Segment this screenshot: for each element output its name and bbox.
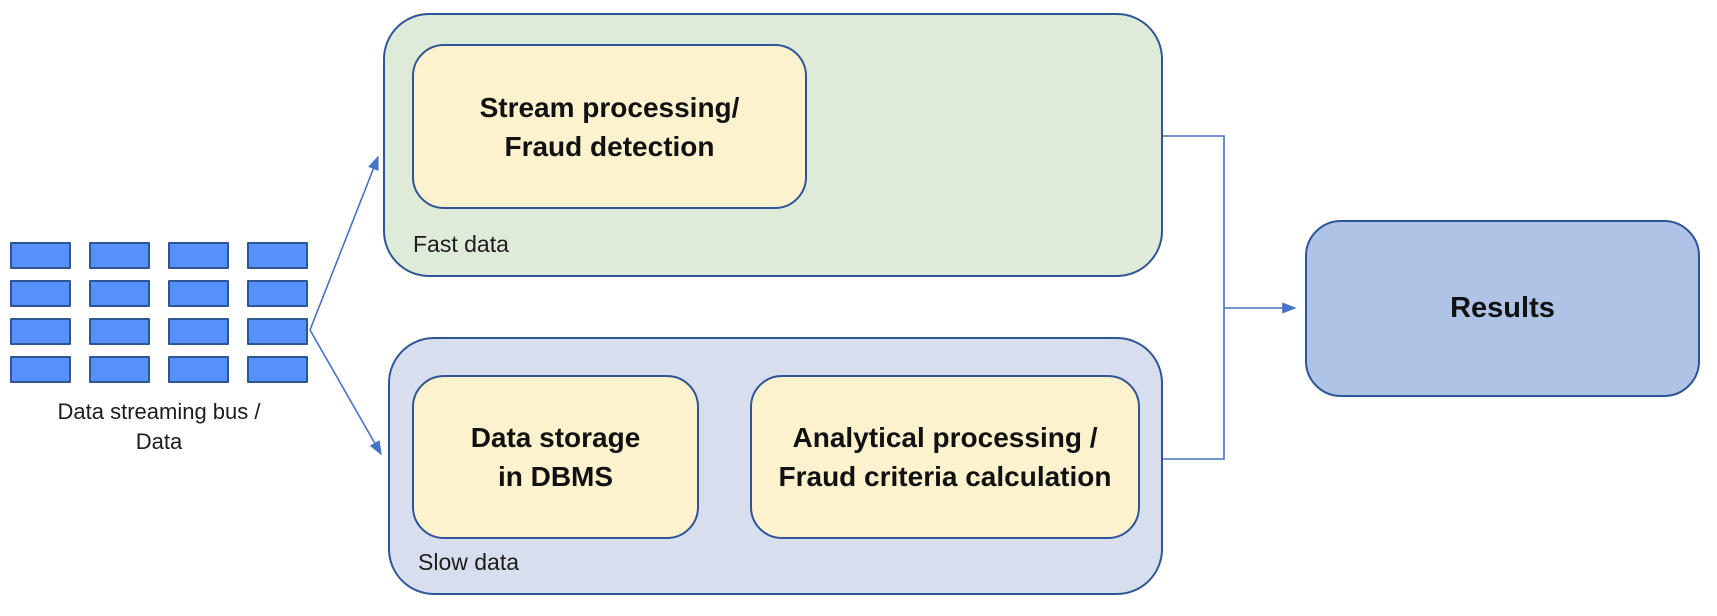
source-label-line1: Data streaming bus / [57,399,261,424]
data-tile [89,242,150,269]
data-grid [10,242,308,383]
arrow-source-to-slow [309,329,382,456]
data-tile [168,242,229,269]
data-tile [247,318,308,345]
analytical-processing-line2: Fraud criteria calculation [778,461,1112,492]
analytical-processing-line1: Analytical processing / [792,422,1098,453]
arrow-source-to-fast [309,155,379,331]
stream-processing-box: Stream processing/ Fraud detection [412,44,807,209]
results-box: Results [1305,220,1700,397]
slow-data-label: Slow data [418,549,520,575]
data-tile [168,318,229,345]
data-tile [247,280,308,307]
data-storage-line2: in DBMS [497,461,614,492]
data-tile [10,242,71,269]
data-tile [10,280,71,307]
data-tile [247,242,308,269]
data-tile [247,356,308,383]
data-storage-box: Data storage in DBMS [412,375,699,539]
slow-data-container: Data storage in DBMS Analytical processi… [388,337,1163,595]
data-tile [168,356,229,383]
fast-data-container: Stream processing/ Fraud detection Fast … [383,13,1163,277]
stream-processing-line2: Fraud detection [504,130,715,162]
data-tile [89,280,150,307]
source-label: Data streaming bus / Data [9,397,309,457]
data-storage-line1: Data storage [470,422,641,453]
fast-data-label: Fast data [413,231,509,257]
stream-processing-line1: Stream processing/ [479,91,740,123]
data-tile [168,280,229,307]
results-label: Results [1450,292,1555,324]
data-tile [89,318,150,345]
data-tile [10,356,71,383]
analytical-processing-box: Analytical processing / Fraud criteria c… [750,375,1140,539]
data-tile [10,318,71,345]
data-tile [89,356,150,383]
source-label-line2: Data [135,429,183,454]
